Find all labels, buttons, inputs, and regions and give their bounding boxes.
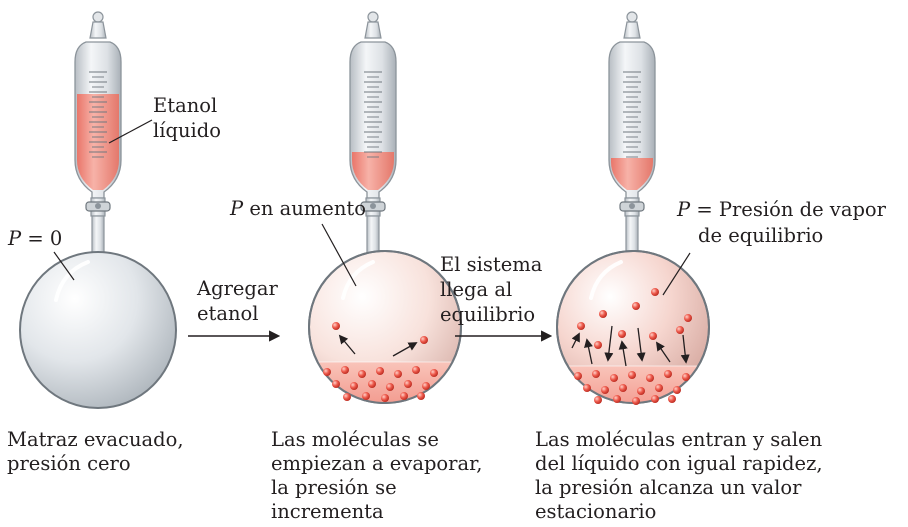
label-equilibrium-line3: equilibrio <box>440 303 536 326</box>
pressure-symbol: P <box>677 198 691 221</box>
stopper-2 <box>364 11 382 39</box>
apparatus-2 <box>308 11 462 404</box>
stopcock-3 <box>619 197 645 217</box>
stopper-1 <box>89 11 107 39</box>
flask-2-bulb <box>308 250 462 404</box>
leader-ethanol <box>108 119 153 144</box>
stopcock-2 <box>360 197 386 217</box>
label-equilibrium-line2: llega al <box>440 278 513 301</box>
vapor-molecules-3 <box>571 288 692 367</box>
stopcock-1 <box>85 197 111 217</box>
caption-flask-1-line1: Matraz evacuado, <box>7 428 184 451</box>
pressure-symbol: P <box>230 197 244 220</box>
leader-p-zero <box>53 251 75 281</box>
label-p-zero: P = 0 <box>8 227 62 250</box>
caption-flask-3-line3: la presión alcanza un valor <box>535 476 802 499</box>
liquid-column-3 <box>611 158 653 190</box>
vapor-molecules-2 <box>332 322 428 357</box>
caption-flask-1-line2: presión cero <box>7 452 131 475</box>
flask-1-bulb <box>19 251 177 409</box>
caption-flask-3-line4: estacionario <box>535 500 657 523</box>
label-ethanol-line2: líquido <box>153 119 221 142</box>
leader-p-vapor <box>662 252 691 296</box>
graduation-marks-3 <box>623 71 641 158</box>
pressure-symbol: P <box>8 227 22 250</box>
pool-molecules-2 <box>323 366 438 402</box>
label-ethanol-line1: Etanol <box>153 94 218 117</box>
caption-flask-2-line1: Las moléculas se <box>271 428 439 451</box>
caption-flask-3-line2: del líquido con igual rapidez, <box>535 452 823 475</box>
label-p-vapor-line2: de equilibrio <box>698 224 824 247</box>
graduation-marks-1 <box>89 71 107 158</box>
label-p-vapor-text: = Presión de vapor <box>690 198 886 221</box>
apparatus-1 <box>19 11 177 409</box>
stopper-3 <box>623 11 641 39</box>
caption-flask-2-line4: incrementa <box>271 500 384 523</box>
label-equilibrium-line1: El sistema <box>440 253 543 276</box>
leader-p-rising <box>321 223 357 287</box>
caption-flask-3-line1: Las moléculas entran y salen <box>535 428 823 451</box>
label-p-zero-text: = 0 <box>21 227 63 250</box>
label-p-rising-text: en aumento <box>243 197 366 220</box>
graduation-marks-2 <box>364 71 382 158</box>
caption-flask-2-line2: empiezan a evaporar, <box>271 452 483 475</box>
pool-molecules-3 <box>574 370 690 405</box>
label-p-vapor: P = Presión de vapor <box>677 198 886 221</box>
label-p-rising: P en aumento <box>230 197 366 220</box>
liquid-column-2 <box>352 152 394 190</box>
label-add-ethanol-line2: etanol <box>197 302 259 325</box>
caption-flask-2-line3: la presión se <box>271 476 397 499</box>
label-add-ethanol-line1: Agregar <box>197 277 278 300</box>
